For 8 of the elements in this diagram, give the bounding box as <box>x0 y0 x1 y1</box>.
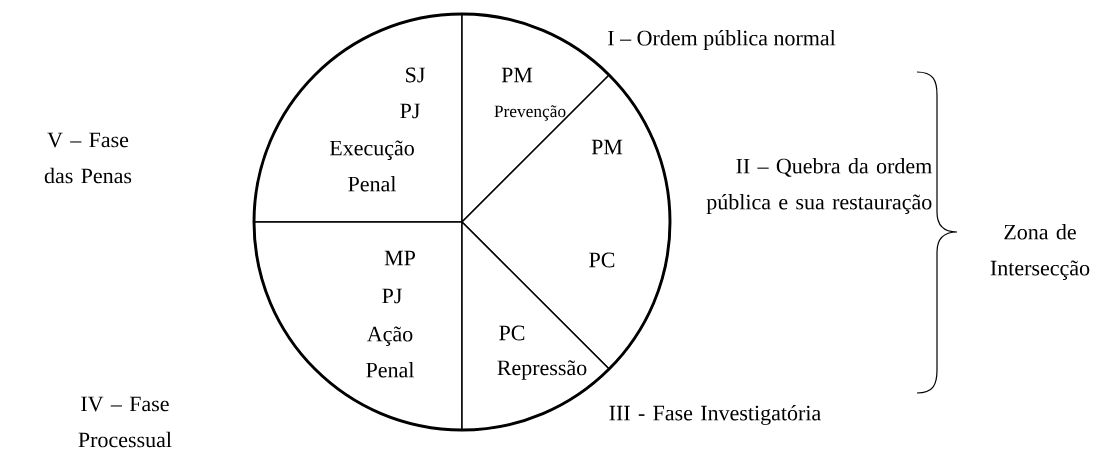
pie-sector: MP PJ Ação Penal <box>253 221 463 431</box>
phase-label: V – Fase das Penas <box>44 132 132 184</box>
phase-label: IV – Fase Processual <box>78 396 172 448</box>
phase-label: Zona de Intersecção <box>990 224 1090 280</box>
phase-label: I – Ordem pública normal <box>608 30 836 50</box>
phase-label: II – Quebra da ordem pública e sua restauração <box>706 158 932 214</box>
phase-label: III - Fase Investigatória <box>609 405 821 425</box>
pie-sector: SJ PJ Execução Penal <box>253 13 463 223</box>
